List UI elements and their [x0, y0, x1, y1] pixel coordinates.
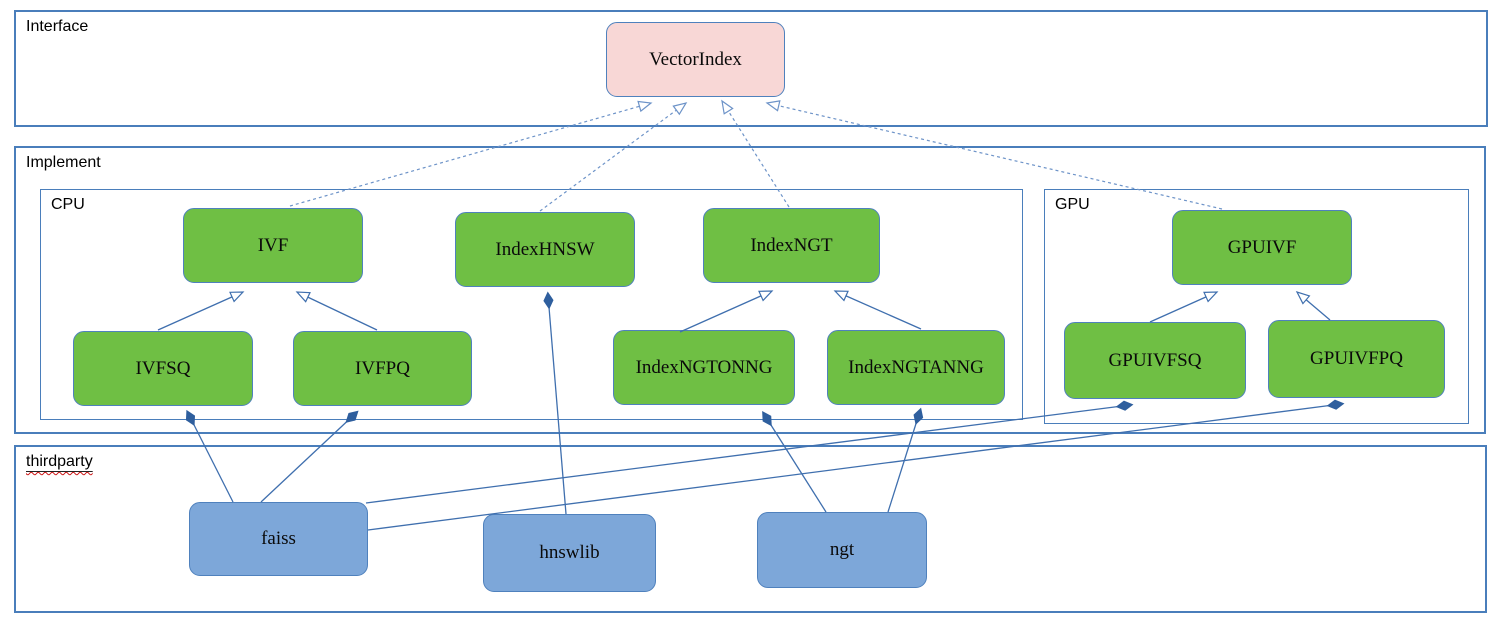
node-ivfsq-label: IVFSQ [135, 357, 191, 379]
node-indexngtanng[interactable]: IndexNGTANNG [827, 330, 1005, 405]
node-vectorindex[interactable]: VectorIndex [606, 22, 785, 97]
node-ngt[interactable]: ngt [757, 512, 927, 588]
node-indexhnsw-label: IndexHNSW [495, 238, 595, 260]
node-gpuivfsq[interactable]: GPUIVFSQ [1064, 322, 1246, 399]
node-indexngtanng-label: IndexNGTANNG [848, 356, 984, 378]
node-indexngt[interactable]: IndexNGT [703, 208, 880, 283]
node-indexhnsw[interactable]: IndexHNSW [455, 212, 635, 287]
node-ivf[interactable]: IVF [183, 208, 363, 283]
container-cpu-label: CPU [51, 196, 85, 213]
node-faiss[interactable]: faiss [189, 502, 368, 576]
node-gpuivfpq[interactable]: GPUIVFPQ [1268, 320, 1445, 398]
node-gpuivf[interactable]: GPUIVF [1172, 210, 1352, 285]
node-faiss-label: faiss [261, 528, 296, 549]
node-ivfsq[interactable]: IVFSQ [73, 331, 253, 406]
node-indexngtonng-label: IndexNGTONNG [635, 356, 773, 378]
node-vectorindex-label: VectorIndex [649, 48, 742, 70]
node-ivfpq-label: IVFPQ [355, 357, 410, 379]
node-gpuivf-label: GPUIVF [1227, 236, 1297, 258]
node-ivfpq[interactable]: IVFPQ [293, 331, 472, 406]
container-gpu-label: GPU [1055, 196, 1090, 213]
container-thirdparty-label: thirdparty [26, 453, 93, 470]
node-ngt-label: ngt [829, 539, 855, 560]
container-interface-label: Interface [26, 18, 89, 35]
node-gpuivfsq-label: GPUIVFSQ [1108, 349, 1202, 371]
node-ivf-label: IVF [257, 234, 289, 256]
node-indexngtonng[interactable]: IndexNGTONNG [613, 330, 795, 405]
node-hnswlib[interactable]: hnswlib [483, 514, 656, 592]
node-indexngt-label: IndexNGT [750, 234, 833, 256]
node-hnswlib-label: hnswlib [539, 542, 600, 563]
node-gpuivfpq-label: GPUIVFPQ [1310, 348, 1403, 369]
container-implement-label: Implement [26, 154, 101, 171]
